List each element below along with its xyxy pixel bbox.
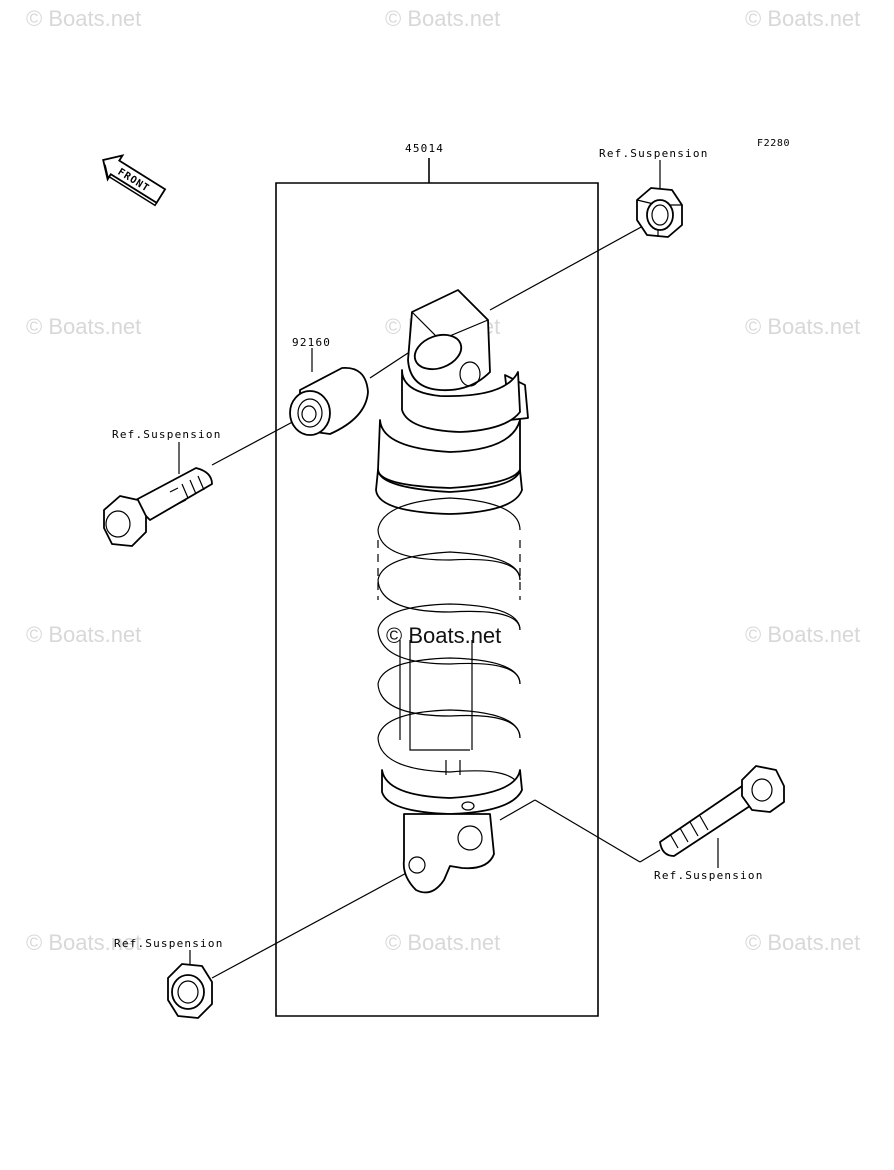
watermark: © Boats.net [385, 930, 500, 955]
front-arrow-icon: FRONT [102, 154, 167, 207]
collar-part [289, 367, 369, 436]
watermark: © Boats.net [26, 622, 141, 647]
callout-ref-lower-bolt: Ref.Suspension [654, 869, 764, 882]
watermark-center: © Boats.net [386, 623, 501, 648]
top-nut-part [636, 187, 683, 238]
callout-ref-lower-nut: Ref.Suspension [114, 937, 224, 950]
watermark: © Boats.net [385, 6, 500, 31]
watermark: © Boats.net [745, 314, 860, 339]
callout-ref-upper-bolt: Ref.Suspension [112, 428, 222, 441]
upper-bolt-part [103, 467, 213, 547]
watermark: © Boats.net [26, 930, 141, 955]
callout-ref-top-nut: Ref.Suspension [599, 147, 709, 160]
watermark: © Boats.net [745, 930, 860, 955]
shock-absorber-part [375, 289, 529, 894]
lower-nut-part [167, 963, 213, 1019]
callout-92160: 92160 [292, 336, 331, 349]
watermark: © Boats.net [745, 6, 860, 31]
leader-lines [178, 160, 719, 979]
assembly-bracket [275, 158, 599, 1017]
figure-code: F2280 [757, 138, 790, 149]
watermark: © Boats.net [26, 6, 141, 31]
callout-45014: 45014 [405, 142, 444, 155]
watermark: © Boats.net [745, 622, 860, 647]
watermark: © Boats.net [26, 314, 141, 339]
lower-bolt-part [659, 765, 785, 857]
